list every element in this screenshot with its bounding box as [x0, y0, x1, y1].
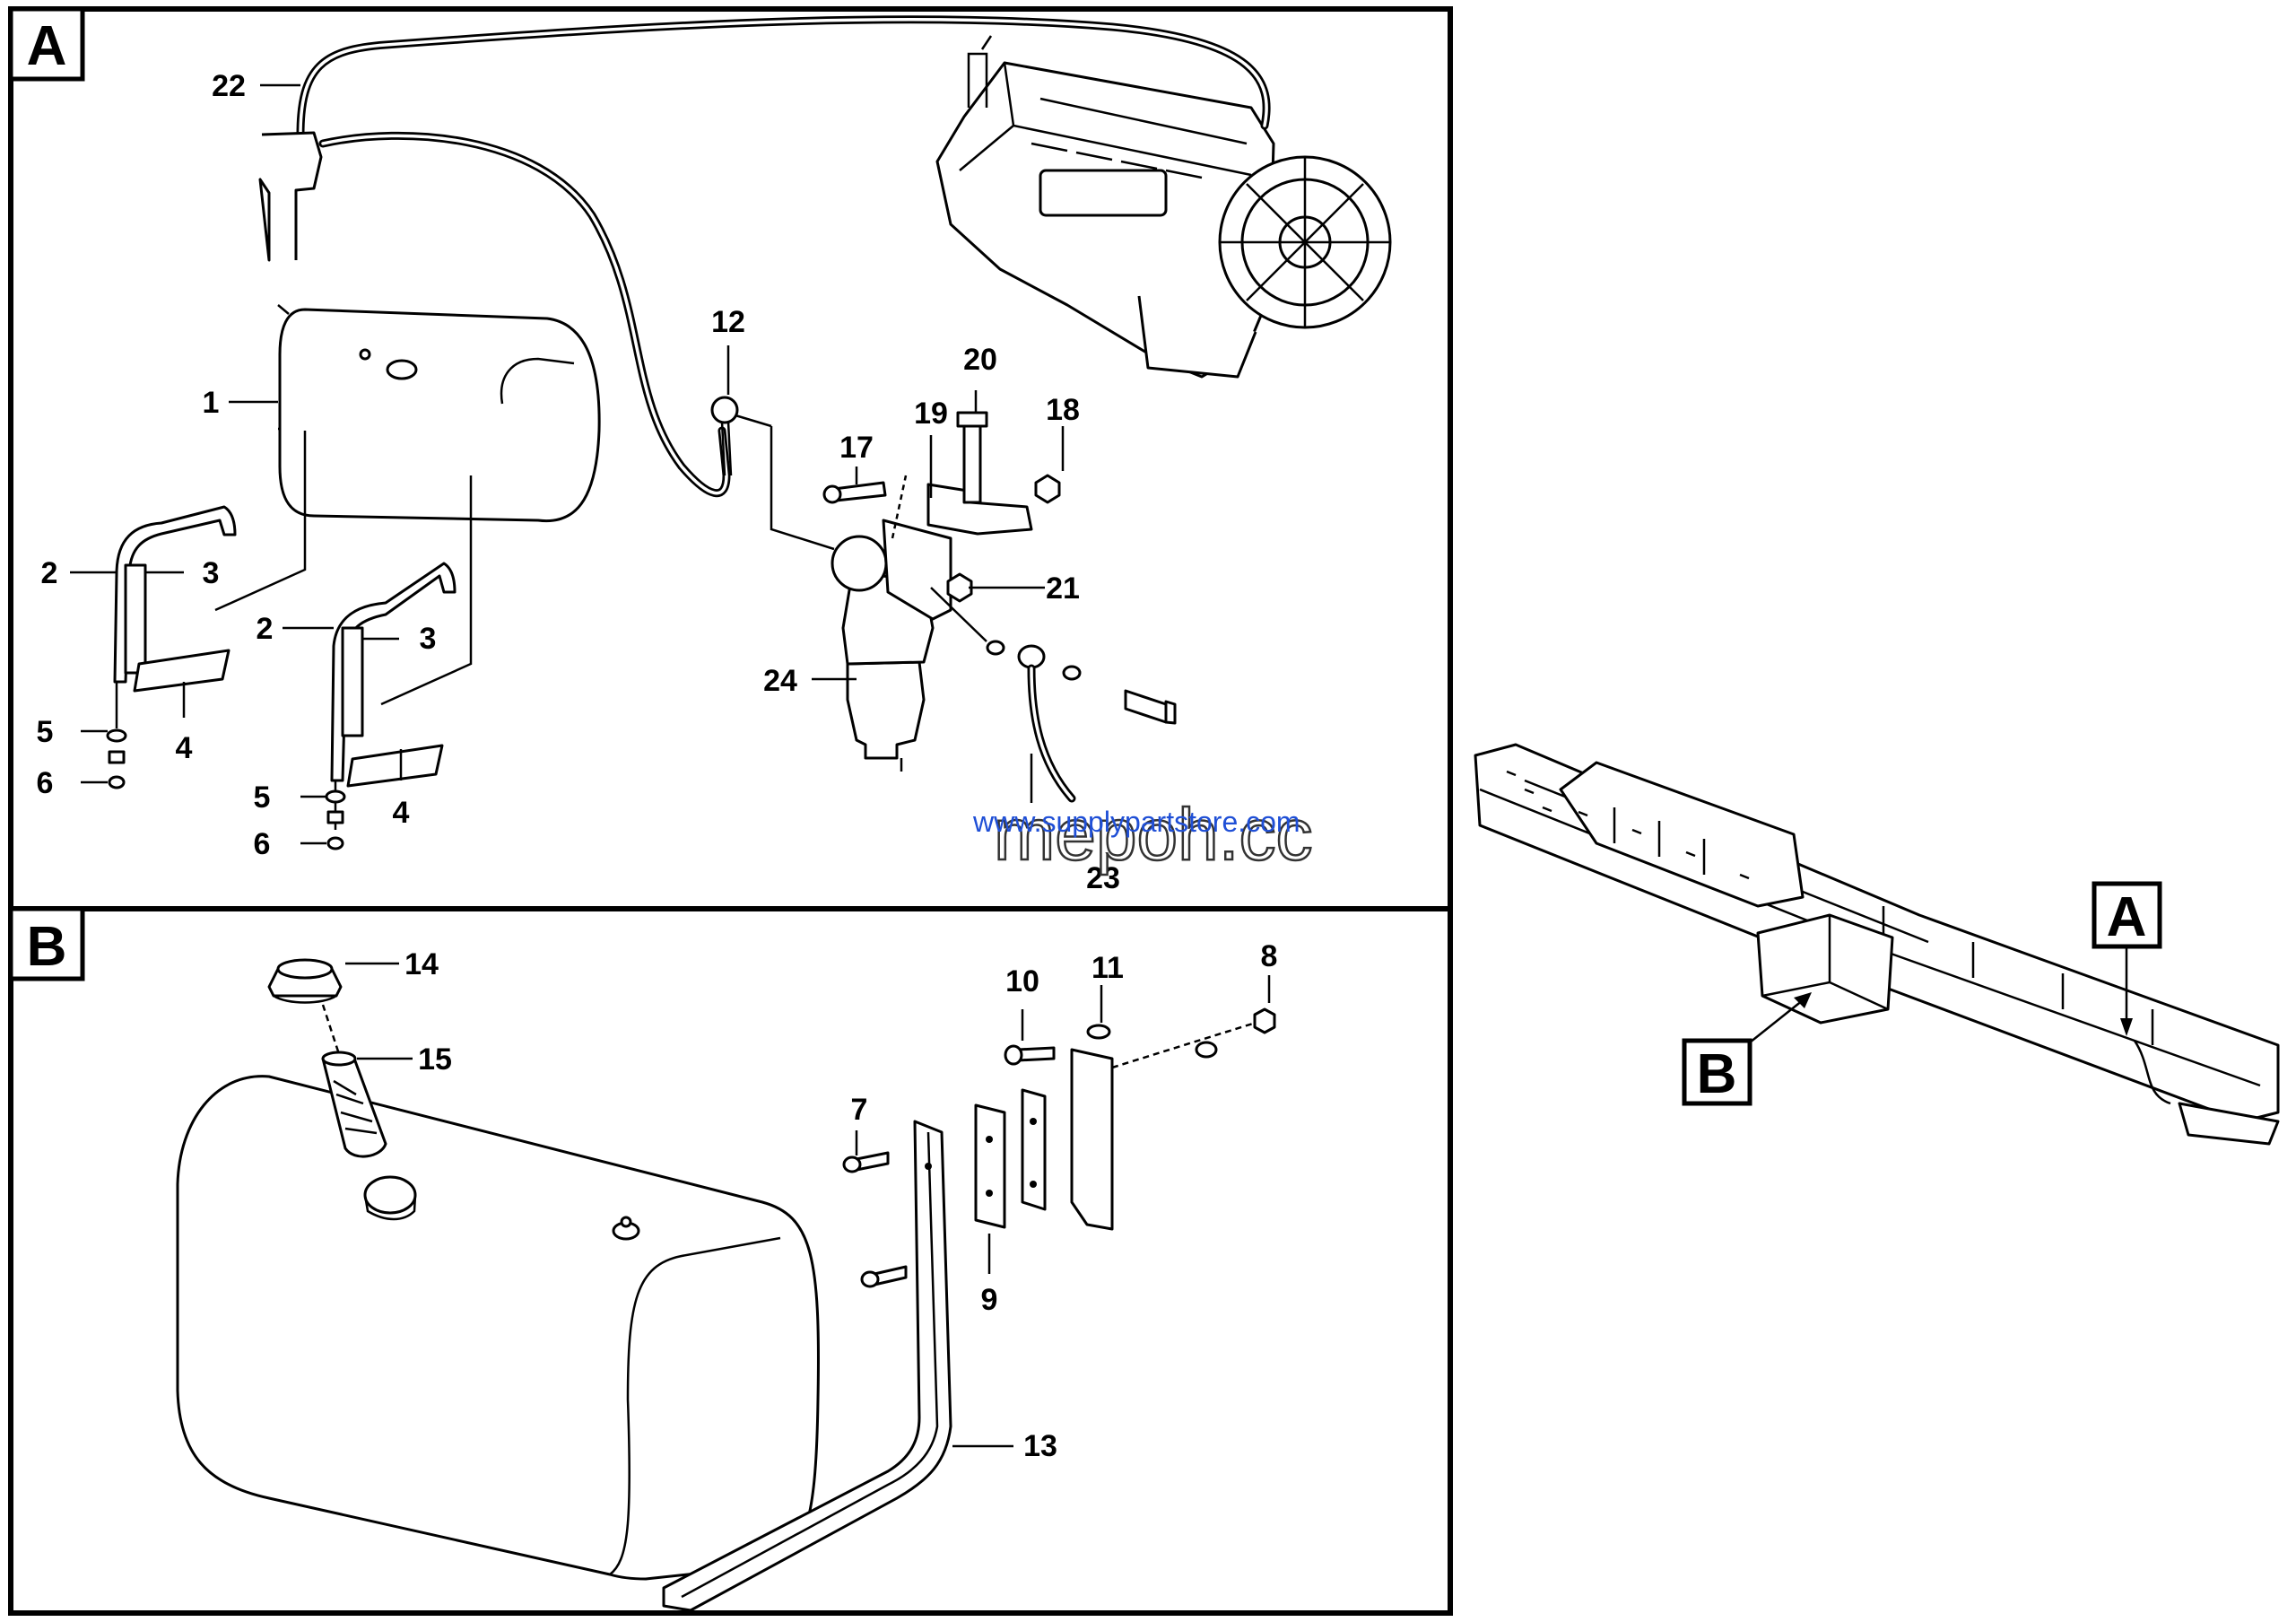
panel-a-tag-box — [8, 6, 85, 82]
callout-6: 6 — [37, 766, 54, 800]
callout-2b: 2 — [257, 612, 274, 646]
callout-19: 19 — [914, 397, 948, 431]
locator-tag-a: A — [2107, 886, 2147, 948]
callout-17: 17 — [839, 431, 874, 465]
callout-15: 15 — [418, 1042, 452, 1077]
callout-23: 23 — [1086, 861, 1120, 895]
panel-b-tag: B — [27, 916, 67, 978]
locator-tag-b-box — [1682, 1038, 1752, 1106]
callout-5: 5 — [37, 715, 54, 749]
callout-4: 4 — [176, 731, 193, 765]
fuel-tank-b — [176, 1075, 820, 1581]
callout-10: 10 — [1005, 964, 1039, 998]
callout-9: 9 — [981, 1283, 998, 1317]
tank-strap-b — [662, 1007, 1276, 1612]
callout-21: 21 — [1046, 571, 1080, 606]
filler-cap-b — [267, 958, 387, 1158]
callout-20: 20 — [963, 343, 997, 377]
panel-a: A — [8, 6, 1453, 911]
callout-24: 24 — [763, 664, 797, 698]
callout-12: 12 — [711, 305, 745, 339]
callout-1: 1 — [203, 386, 220, 420]
callout-3: 3 — [203, 556, 220, 590]
panel-b: B — [8, 906, 1453, 1616]
engine-drawing — [935, 35, 1392, 379]
locator-tag-b: B — [1697, 1043, 1737, 1105]
tank-straps-a — [106, 505, 457, 850]
callout-6b: 6 — [254, 827, 271, 861]
panel-b-tag-box — [8, 906, 85, 981]
callout-18: 18 — [1046, 393, 1080, 427]
fuel-filter-a — [710, 396, 1177, 803]
panel-b-leaders — [345, 962, 1271, 1448]
callout-22: 22 — [212, 69, 246, 103]
panel-a-leaders — [70, 83, 1065, 845]
callout-5b: 5 — [254, 780, 271, 815]
callout-4b: 4 — [393, 796, 410, 830]
callout-11: 11 — [1091, 951, 1124, 985]
watermark-url: www.supplypartstore.com — [972, 806, 1300, 838]
locator-tag-a-box — [2092, 881, 2162, 949]
callout-14: 14 — [404, 947, 439, 981]
callout-8: 8 — [1261, 939, 1278, 973]
chassis-locator: A B — [1474, 743, 2280, 1146]
watermark-brand: mepoh.cc — [994, 794, 1313, 876]
callout-13: 13 — [1023, 1429, 1057, 1463]
callout-3b: 3 — [420, 622, 437, 656]
callout-7: 7 — [851, 1093, 868, 1127]
callout-2: 2 — [41, 556, 58, 590]
panel-a-tag: A — [27, 15, 67, 77]
fuel-tank-a — [214, 304, 601, 706]
